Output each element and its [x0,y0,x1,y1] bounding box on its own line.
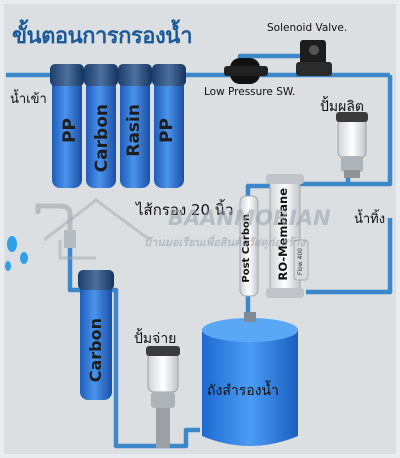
solenoid-valve-label: Solenoid Valve. [267,22,348,34]
delivery-pump-label: ปั้มจ่าย [134,331,177,347]
watermark-tagline: บ้านมอเรียนเพื่อสินค้าวัสดุก่อสร้าง [144,236,306,249]
flow-restrictor-label: Flow 400 [297,248,304,276]
diagram-title: ขั้นตอนการกรองน้ำ [12,24,193,49]
water-drops-icon [5,236,28,271]
post-carbon-filter [239,195,259,297]
pipe-loop [67,246,150,449]
delivery-pump [146,346,180,448]
filter-carbon2 [78,270,114,400]
watermark-house-icon [43,198,151,260]
filter-size-label: ไส้กรอง 20 นิ้ว [136,201,234,219]
watermark-brand: BAANMORIAN [168,206,331,230]
filter-resin-label: Rasin [124,104,144,157]
solenoid-valve [296,40,332,76]
storage-tank [202,312,298,446]
filter-carbon1-label: Carbon [92,104,112,173]
filter-pp1-label: PP [60,118,80,143]
drain-label: น้ำทิ้ง [354,212,386,227]
filter-pp1-housing [52,78,82,188]
faucet-icon [35,203,76,248]
pipe-right-down [296,75,393,187]
production-pump [336,112,368,178]
filter-pp2-cap [152,64,186,86]
storage-tank-label: ถังสำรองน้ำ [207,383,279,399]
filter-carbon2-label: Carbon [86,318,105,383]
filter-pp2-label: PP [157,118,177,143]
filter-pp2-housing [154,78,184,188]
filter-pp1-cap [50,64,84,86]
filter-carbon1-cap [84,64,118,86]
production-pump-label: ปั้มผลิต [320,99,364,115]
ro-membrane-housing [266,174,309,298]
water-in-label: น้ำเข้า [10,92,47,107]
filter-resin-housing [120,78,150,188]
pipe-drain [306,218,393,295]
pipe-post-carbon [245,183,270,196]
low-pressure-switch [224,58,268,84]
filter-carbon1-housing [86,78,116,188]
low-pressure-switch-label: Low Pressure SW. [204,86,296,98]
filter-resin-cap [118,64,152,86]
filter-bank [50,64,186,188]
